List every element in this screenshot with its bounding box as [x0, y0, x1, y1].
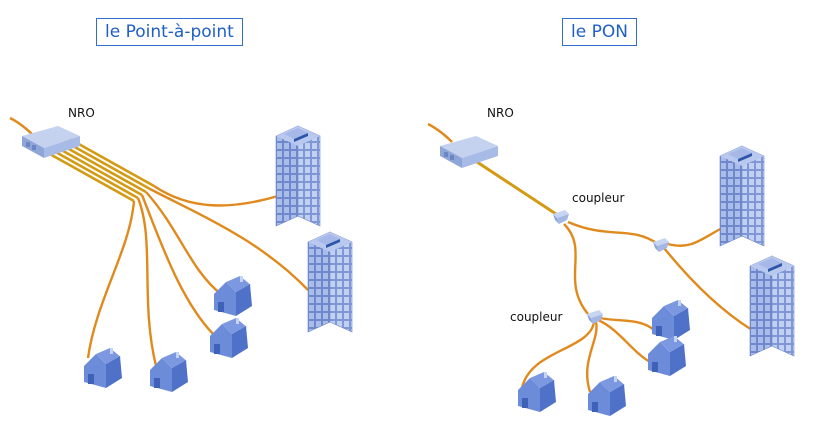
pon-trunk-fiber: [427, 122, 453, 143]
pon-splitter-label-top: coupleur: [572, 191, 625, 205]
p2p-fiber-to-house-3: [145, 191, 223, 296]
p2p-fiber-to-house-4: [140, 194, 215, 336]
pon-title: le PON: [562, 18, 637, 46]
p2p-nro-label: NRO: [68, 106, 95, 120]
pon-splitter-label-bottom: coupleur: [510, 310, 563, 324]
p2p-house-2: [150, 352, 188, 392]
pon-building-1: [719, 145, 765, 247]
pon-fiber-splitter1-to-splitter2: [567, 220, 659, 245]
pon-house-4: [648, 336, 686, 376]
pon-fiber-to-house-2: [585, 321, 598, 393]
p2p-building-2: [307, 231, 353, 333]
pon-fiber-to-building-1: [667, 226, 723, 247]
p2p-nro-equipment: [22, 126, 80, 158]
p2p-house-3: [214, 276, 252, 316]
pon-nro-label: NRO: [487, 106, 514, 120]
p2p-fiber-bundle: [47, 136, 155, 203]
pon-diagram: [427, 122, 795, 416]
p2p-title: le Point-à-point: [96, 18, 243, 46]
pon-house-1: [518, 372, 556, 412]
p2p-fiber-to-house-1: [86, 200, 136, 359]
pon-house-2: [588, 376, 626, 416]
pon-fiber-to-house-4: [597, 318, 651, 364]
pon-house-3: [652, 300, 690, 340]
p2p-house-4: [210, 318, 248, 358]
pon-nro-equipment: [440, 136, 498, 168]
pon-building-2: [749, 255, 795, 357]
p2p-building-1: [275, 125, 321, 227]
p2p-fiber-to-house-2: [136, 197, 158, 367]
p2p-diagram: [9, 116, 353, 392]
pon-fiber-to-house-1: [520, 321, 596, 389]
p2p-fiber-to-building-1: [153, 185, 279, 207]
pon-fiber-to-building-2: [663, 247, 753, 332]
pon-fiber-splitter1-to-splitter3: [563, 223, 589, 315]
p2p-fiber-to-building-2: [149, 187, 309, 291]
pon-feeder-fiber: [473, 158, 557, 216]
p2p-trunk-fiber: [9, 116, 35, 137]
pon-fiber-to-house-3: [599, 316, 655, 331]
